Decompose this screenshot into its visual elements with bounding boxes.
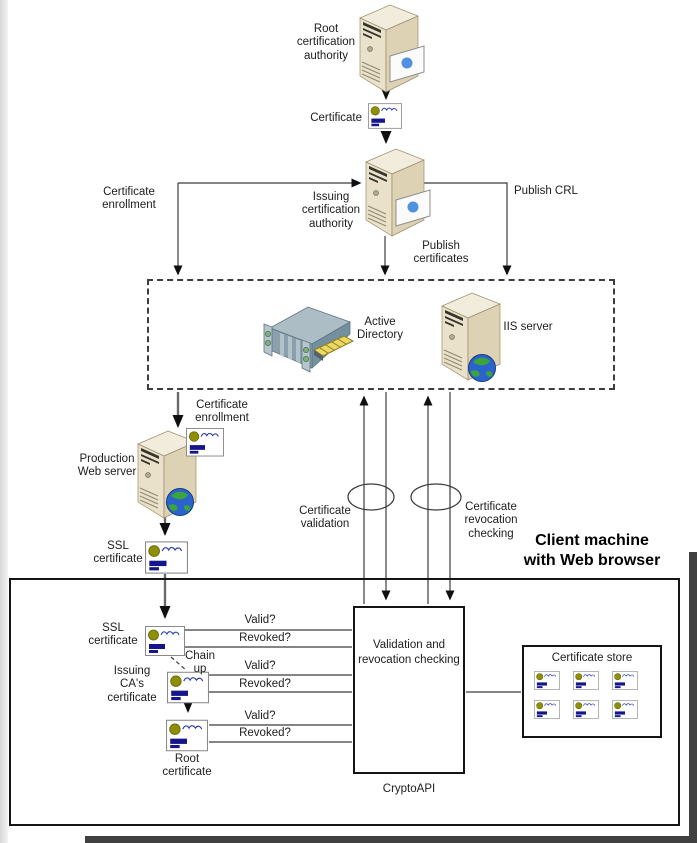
root-revoked-label: Revoked?: [239, 727, 291, 739]
active-directory-server-icon: [263, 306, 354, 373]
publish-certificates-label: Publish certificates: [413, 240, 469, 266]
active-directory-label: Active Directory: [356, 316, 403, 342]
certificate-enrollment-top-label: Certificate enrollment: [102, 186, 156, 212]
ssl-certificate-inner-label: SSL certificate: [88, 622, 138, 648]
certificate-label: Certificate: [310, 112, 362, 124]
certificate-revocation-checking-label: Certificate revocation checking: [464, 501, 518, 540]
certificate-enrollment-bottom-label: Certificate enrollment: [195, 399, 249, 425]
root-certificate-icon: [165, 719, 209, 752]
store-certificate-icon: [573, 671, 599, 690]
store-certificate-icon: [612, 700, 638, 719]
edge-chain-up: [170, 656, 187, 671]
page-edge-right: [689, 552, 697, 843]
edge-publish-crl: [424, 182, 512, 276]
certificate-icon: [367, 103, 403, 129]
issuing-valid-label: Valid?: [244, 660, 276, 672]
page-edge-bottom: [85, 836, 697, 843]
root-certificate-label: Root certificate: [162, 753, 212, 779]
publish-crl-label: Publish CRL: [514, 185, 578, 197]
issuing-ca-server-icon: [365, 148, 431, 237]
iis-server-icon: [441, 292, 501, 382]
globe-icon: [468, 354, 496, 382]
client-machine-box: [9, 578, 680, 826]
production-web-server-label: Production Web server: [77, 453, 137, 479]
chain-up-label: Chain up: [184, 650, 216, 676]
client-machine-label: Client machine with Web browser: [523, 532, 661, 569]
issuing-ca-label: Issuing certification authority: [301, 191, 361, 230]
root-ca-label: Root certification authority: [296, 23, 356, 62]
certificate-store-title: Certificate store: [551, 652, 633, 664]
root-valid-label: Valid?: [244, 710, 276, 722]
ssl-revoked-label: Revoked?: [239, 632, 291, 644]
iis-server-label: IIS server: [503, 321, 553, 333]
store-certificate-icon: [573, 700, 599, 719]
directory-services-group-box: [147, 279, 615, 390]
certificate-validation-label: Certificate validation: [299, 505, 351, 531]
page-edge-left: [0, 0, 8, 843]
validation-revocation-label: Validation and revocation checking: [358, 639, 460, 666]
issuing-ca-certificate-label: Issuing CA's certificate: [107, 665, 157, 704]
validation-ellipse: [347, 483, 395, 511]
ssl-valid-label: Valid?: [244, 614, 276, 626]
store-certificate-icon: [534, 700, 560, 719]
certificate-store-box: [522, 645, 662, 738]
store-certificate-icon: [534, 671, 560, 690]
certificate-icon: [185, 427, 225, 457]
ssl-certificate-icon: [144, 541, 189, 574]
issuing-revoked-label: Revoked?: [239, 678, 291, 690]
ssl-certificate-outer-label: SSL certificate: [93, 540, 143, 566]
globe-icon: [166, 488, 194, 516]
store-certificate-icon: [612, 671, 638, 690]
certificate-store-grid: [534, 671, 638, 719]
revocation-ellipse: [410, 483, 462, 511]
cryptoapi-label: CryptoAPI: [382, 783, 436, 795]
validation-revocation-box: [353, 606, 465, 774]
ssl-certificate-inner-icon: [144, 625, 186, 657]
production-web-server-icon: [137, 427, 225, 519]
